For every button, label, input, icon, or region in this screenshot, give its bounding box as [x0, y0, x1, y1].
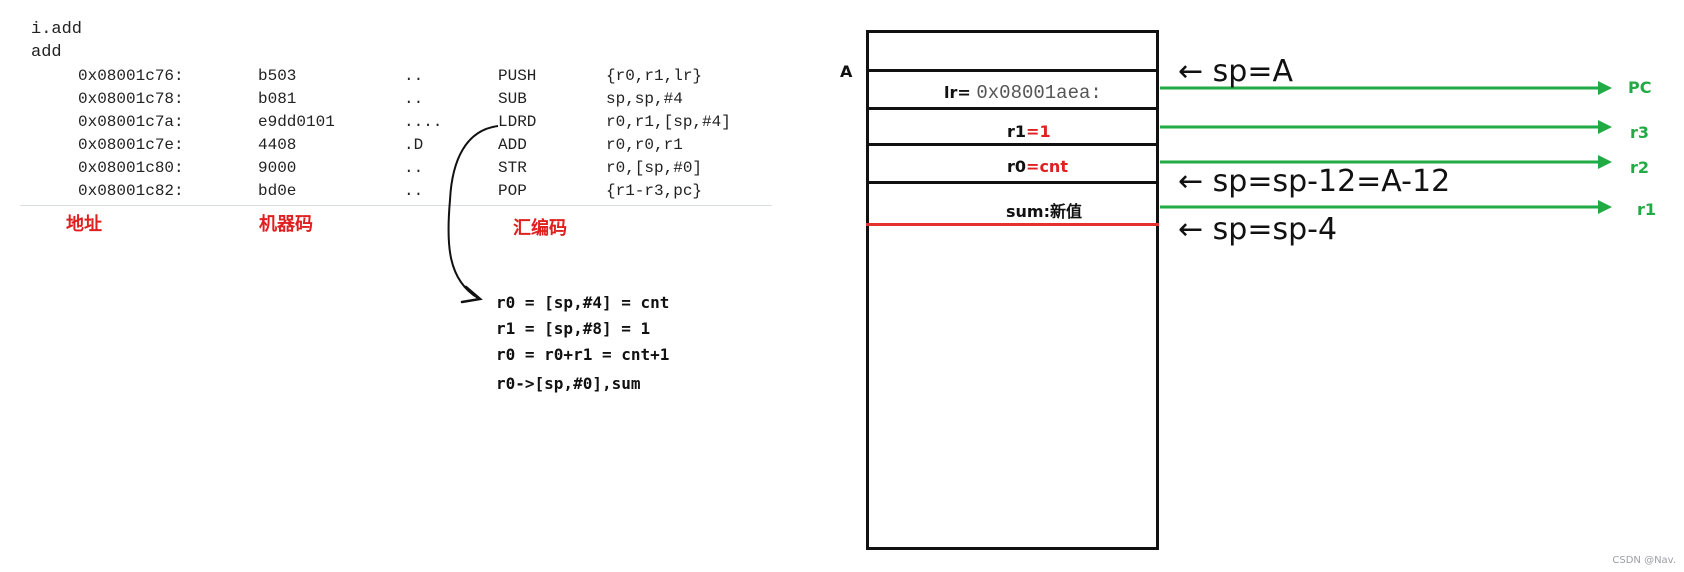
listing-header-label: add — [31, 43, 62, 62]
asm-operands: r0,r0,r1 — [606, 136, 683, 154]
asm-machine-code: 4408 — [258, 136, 297, 154]
asm-mnemonic: POP — [498, 182, 527, 200]
slot-r1-label: r1 — [1007, 122, 1027, 141]
asm-ascii: .D — [404, 136, 424, 154]
asm-address: 0x08001c82: — [78, 182, 184, 200]
stack-slot-lr: lr= 0x08001aea: — [944, 82, 1102, 104]
stack-pointer-line — [866, 223, 1159, 226]
explanation-line: r0->[sp,#0],sum — [496, 374, 641, 393]
explanation-line: r1 = [sp,#8] = 1 — [496, 319, 651, 338]
stack-slot-r0: r0=cnt — [1007, 157, 1068, 176]
slot-lr-label: lr= — [944, 83, 971, 102]
asm-operands: sp,sp,#4 — [606, 90, 683, 108]
pop-target-r2: r2 — [1630, 158, 1650, 177]
stack-frame-box — [866, 30, 1159, 550]
stack-slot-sum: sum:新值 — [1006, 202, 1082, 221]
asm-ascii: .. — [404, 67, 424, 85]
pop-target-r1: r1 — [1637, 200, 1657, 219]
asm-machine-code: e9dd0101 — [258, 113, 335, 131]
asm-address: 0x08001c78: — [78, 90, 184, 108]
asm-address: 0x08001c80: — [78, 159, 184, 177]
asm-ascii: .. — [404, 90, 424, 108]
label-assembly: 汇编码 — [513, 218, 567, 239]
stack-marker-a: A — [840, 62, 853, 81]
asm-machine-code: 9000 — [258, 159, 297, 177]
annotation-sp-a: ← sp=A — [1178, 54, 1294, 89]
pop-target-pc: PC — [1628, 78, 1652, 97]
slot-r1-value: =1 — [1026, 122, 1051, 141]
asm-mnemonic: SUB — [498, 90, 527, 108]
asm-address: 0x08001c76: — [78, 67, 184, 85]
stack-slot-divider — [866, 143, 1159, 146]
slot-r0-value: =cnt — [1026, 157, 1068, 176]
annotation-sp-minus-12: ← sp=sp-12=A-12 — [1178, 164, 1451, 199]
annotation-sp-minus-4: ← sp=sp-4 — [1178, 212, 1338, 247]
stack-slot-divider — [866, 107, 1159, 110]
asm-machine-code: b503 — [258, 67, 297, 85]
asm-operands: {r0,r1,lr} — [606, 67, 703, 85]
asm-address: 0x08001c7a: — [78, 113, 184, 131]
asm-ascii: .. — [404, 182, 424, 200]
explanation-line: r0 = [sp,#4] = cnt — [496, 293, 670, 312]
slot-lr-value: 0x08001aea: — [976, 82, 1102, 104]
label-address: 地址 — [66, 214, 102, 235]
asm-operands: {r1-r3,pc} — [606, 182, 703, 200]
asm-address: 0x08001c7e: — [78, 136, 184, 154]
stack-slot-divider — [866, 69, 1159, 72]
stack-slot-r1: r1=1 — [1007, 122, 1051, 141]
asm-ascii: .. — [404, 159, 424, 177]
asm-mnemonic: STR — [498, 159, 527, 177]
asm-mnemonic: ADD — [498, 136, 527, 154]
stack-slot-divider — [866, 181, 1159, 184]
asm-operands: r0,r1,[sp,#4] — [606, 113, 731, 131]
pop-target-r3: r3 — [1630, 123, 1650, 142]
listing-divider — [20, 205, 772, 206]
listing-header-function: i.add — [31, 20, 83, 39]
watermark: CSDN @Nav. — [1612, 555, 1676, 566]
explanation-line: r0 = r0+r1 = cnt+1 — [496, 345, 670, 364]
asm-machine-code: bd0e — [258, 182, 297, 200]
asm-mnemonic: LDRD — [498, 113, 537, 131]
asm-machine-code: b081 — [258, 90, 297, 108]
label-machine-code: 机器码 — [259, 214, 313, 235]
asm-operands: r0,[sp,#0] — [606, 159, 703, 177]
asm-ascii: .... — [404, 113, 443, 131]
slot-r0-label: r0 — [1007, 157, 1027, 176]
asm-mnemonic: PUSH — [498, 67, 537, 85]
